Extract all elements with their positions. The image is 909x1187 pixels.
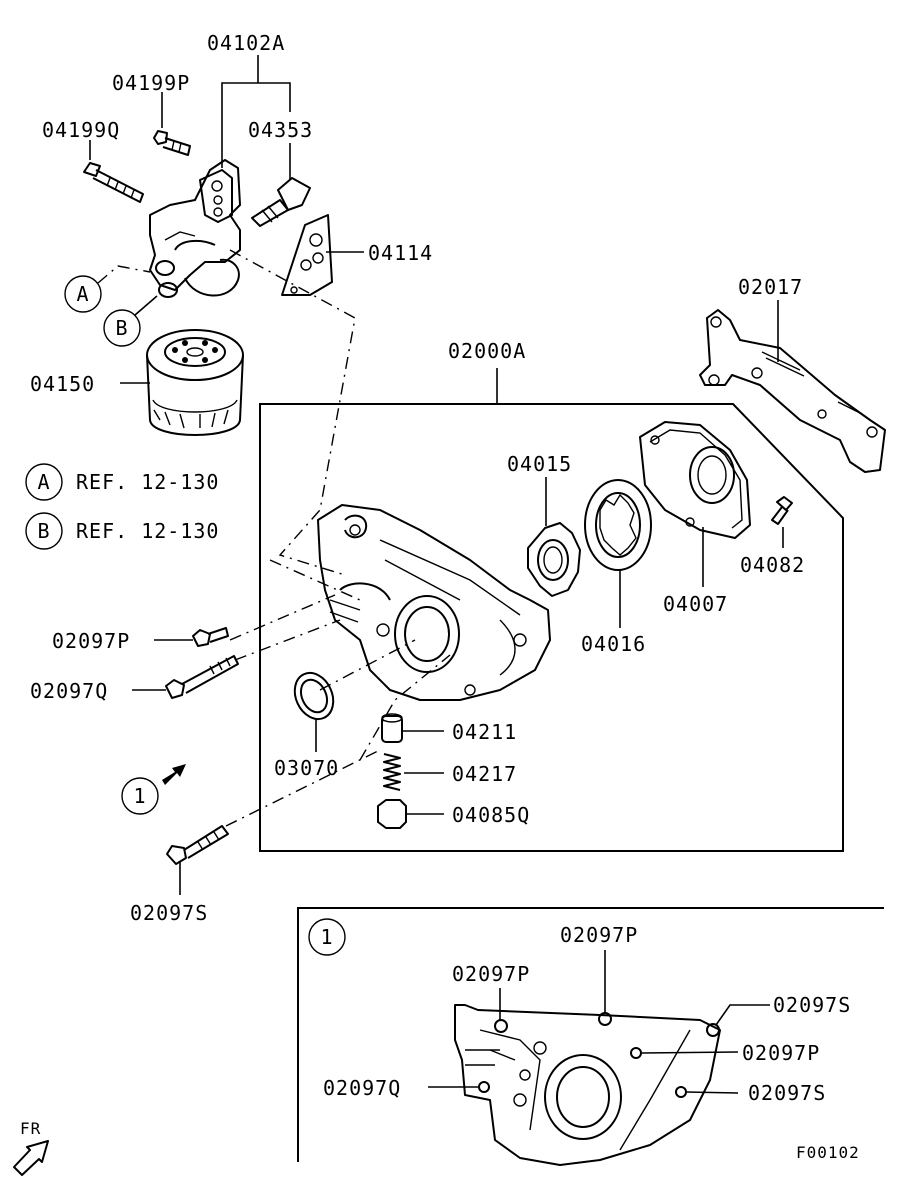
front-direction-indicator: FR bbox=[13, 1119, 49, 1176]
detail-label-left-q: 02097Q bbox=[323, 1076, 401, 1100]
oil-pump-housing[interactable] bbox=[317, 504, 551, 701]
reference-a-text: REF. 12-130 bbox=[76, 470, 219, 494]
outer-rotor-04016[interactable] bbox=[584, 479, 652, 571]
label-04114: 04114 bbox=[368, 241, 433, 265]
oil-filter-04150[interactable] bbox=[146, 329, 244, 436]
figure-code: F00102 bbox=[796, 1143, 860, 1162]
pump-assembly-frame bbox=[259, 403, 844, 852]
label-04353: 04353 bbox=[248, 118, 313, 142]
callout-a-letter: A bbox=[76, 282, 89, 306]
detail-label-upper-right-s: 02097S bbox=[773, 993, 851, 1017]
label-02097S: 02097S bbox=[130, 901, 208, 925]
callout-detail-1: 1 bbox=[121, 777, 159, 815]
label-04102A: 04102A bbox=[207, 31, 285, 55]
bolt-04199P[interactable] bbox=[153, 130, 191, 156]
reference-a: A REF. 12-130 bbox=[25, 463, 219, 501]
reference-b: B REF. 12-130 bbox=[25, 512, 219, 550]
label-04082: 04082 bbox=[740, 553, 805, 577]
detail-frame bbox=[297, 907, 884, 1162]
pump-cover-04007[interactable] bbox=[639, 421, 751, 539]
reference-b-letter: B bbox=[37, 519, 50, 543]
label-03070: 03070 bbox=[274, 756, 339, 780]
detail-marker: 1 bbox=[308, 918, 346, 956]
screw-04082[interactable] bbox=[771, 496, 793, 525]
bolt-02097Q[interactable] bbox=[165, 655, 239, 699]
bolt-04199Q[interactable] bbox=[83, 162, 144, 203]
relief-plug-04085Q[interactable] bbox=[377, 799, 407, 829]
callout-a: A bbox=[64, 275, 102, 313]
label-04016: 04016 bbox=[581, 632, 646, 656]
view-arrow-icon bbox=[162, 764, 186, 785]
label-04015: 04015 bbox=[507, 452, 572, 476]
bolt-02097S[interactable] bbox=[166, 825, 229, 865]
reference-a-letter: A bbox=[37, 470, 50, 494]
oil-filter-bracket[interactable] bbox=[149, 159, 241, 298]
detail-pump-body[interactable] bbox=[454, 1004, 721, 1166]
direction-label: FR bbox=[20, 1119, 41, 1138]
gasket-02017[interactable] bbox=[699, 309, 886, 473]
label-04007: 04007 bbox=[663, 592, 728, 616]
callout-b: B bbox=[103, 309, 141, 347]
label-02000A: 02000A bbox=[448, 339, 526, 363]
detail-label-mid-right-p: 02097P bbox=[742, 1041, 820, 1065]
reference-b-text: REF. 12-130 bbox=[76, 519, 219, 543]
callout-b-letter: B bbox=[115, 316, 128, 340]
detail-labels: 02097P 02097P 02097S 02097P 02097Q 02097… bbox=[323, 923, 851, 1105]
front-arrow-icon bbox=[13, 1140, 49, 1176]
label-04217: 04217 bbox=[452, 762, 517, 786]
inner-rotor-04015[interactable] bbox=[527, 522, 581, 597]
label-04199Q: 04199Q bbox=[42, 118, 120, 142]
detail-label-top-p: 02097P bbox=[560, 923, 638, 947]
label-04085Q: 04085Q bbox=[452, 803, 530, 827]
label-02097Q: 02097Q bbox=[30, 679, 108, 703]
oil-seal-03070[interactable] bbox=[288, 667, 341, 726]
relief-plunger-04211[interactable] bbox=[381, 713, 403, 743]
part-labels: 04102A 04199P 04199Q 04353 04114 04150 0… bbox=[30, 31, 805, 925]
callout-1-number: 1 bbox=[133, 784, 146, 808]
detail-marker-number: 1 bbox=[320, 925, 333, 949]
gasket-04114[interactable] bbox=[281, 214, 333, 296]
label-04150: 04150 bbox=[30, 372, 95, 396]
label-02097P: 02097P bbox=[52, 629, 130, 653]
detail-label-upper-left-p: 02097P bbox=[452, 962, 530, 986]
relief-spring-04217[interactable] bbox=[383, 753, 401, 791]
label-02017: 02017 bbox=[738, 275, 803, 299]
bolt-02097P[interactable] bbox=[192, 627, 229, 647]
label-04199P: 04199P bbox=[112, 71, 190, 95]
detail-label-lower-right-s: 02097S bbox=[748, 1081, 826, 1105]
oil-pressure-switch-04353[interactable] bbox=[251, 177, 311, 227]
label-04211: 04211 bbox=[452, 720, 517, 744]
